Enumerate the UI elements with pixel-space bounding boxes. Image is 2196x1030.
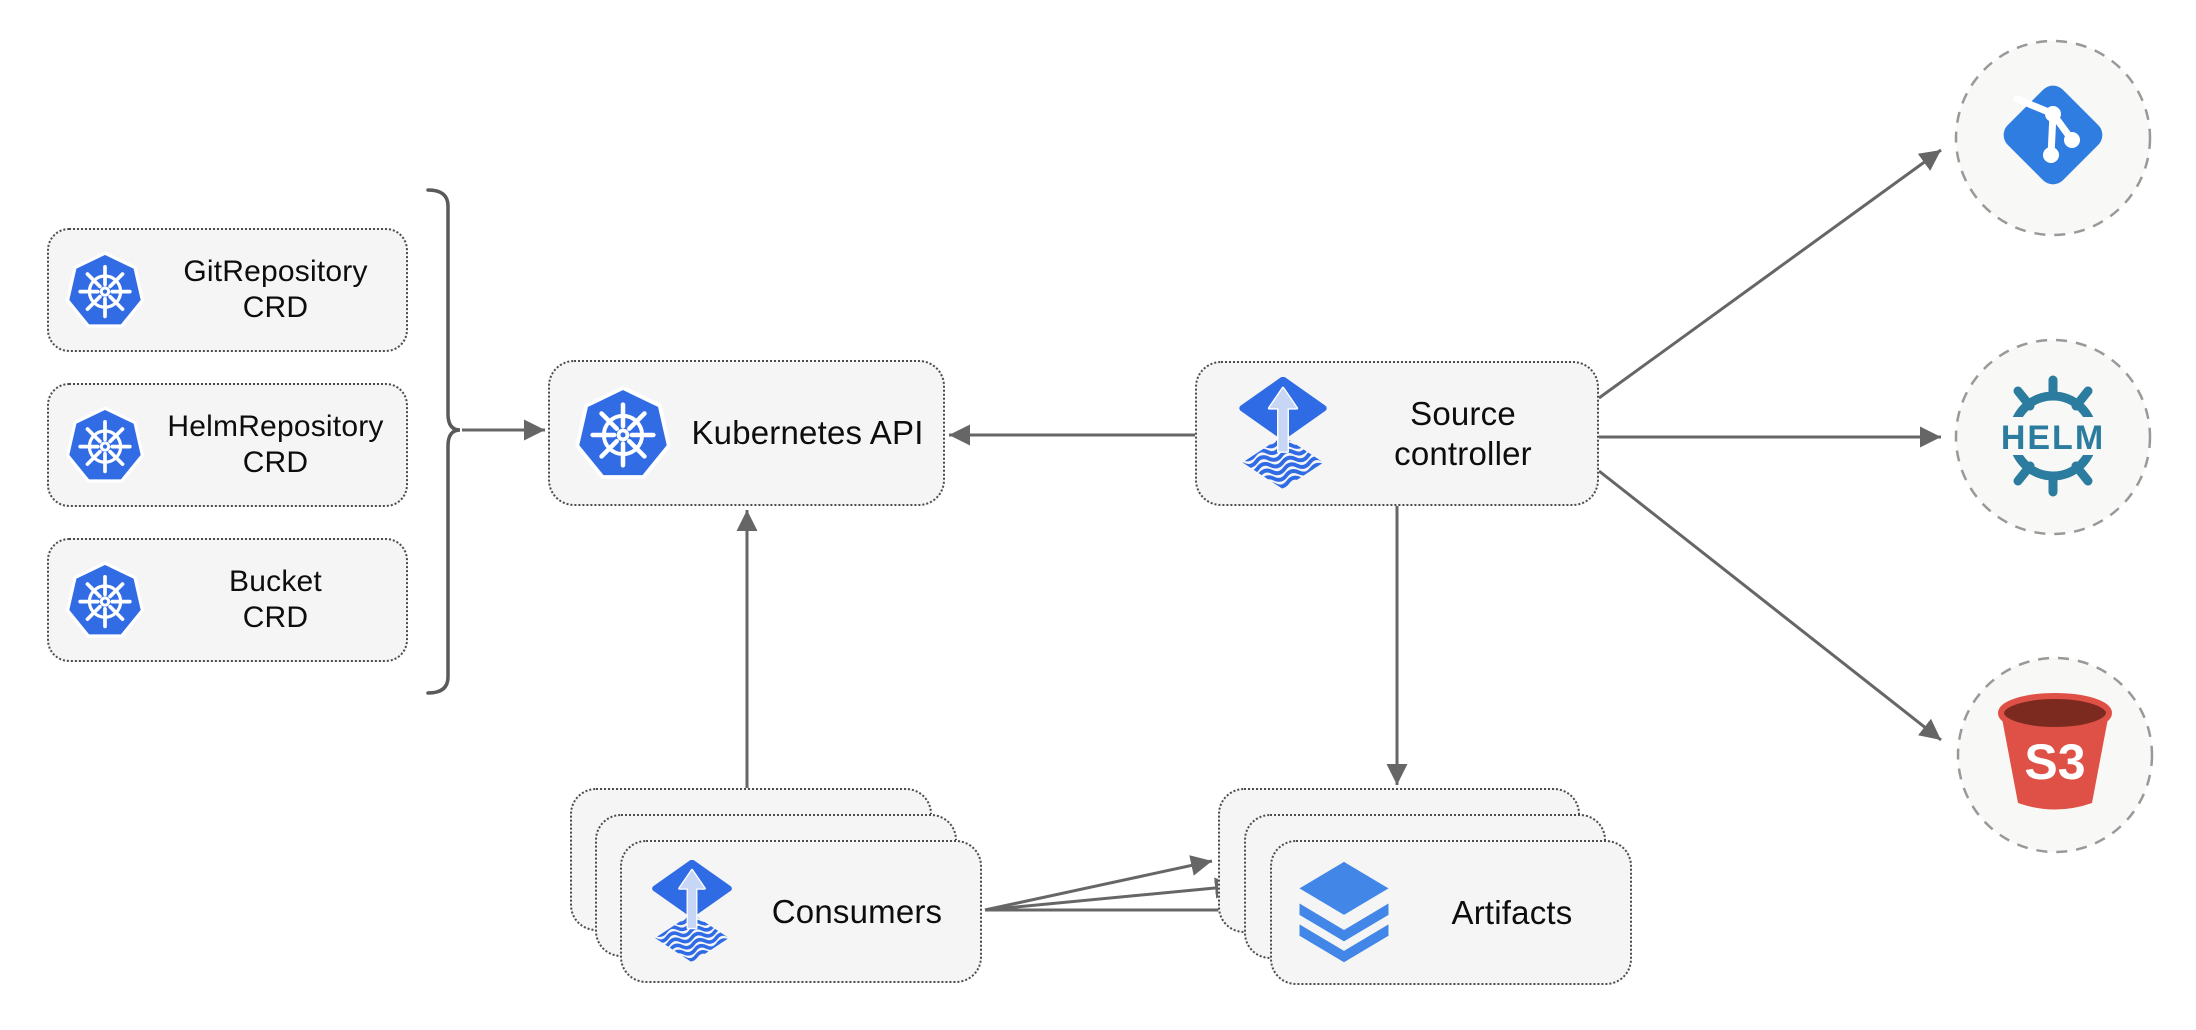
crd-box-bucket: Bucket CRD — [47, 538, 408, 662]
kubernetes-api-box: Kubernetes API — [548, 360, 945, 506]
s3-bucket-icon: S3 — [1998, 693, 2112, 810]
flux-icon — [1237, 377, 1329, 491]
helm-icon: HELM — [1965, 375, 2141, 497]
consumers-label: Consumers — [771, 892, 943, 930]
s3-endpoint: S3 — [1955, 655, 2155, 855]
artifacts-box: Artifacts — [1270, 840, 1632, 985]
arrow-source-to-git — [1598, 148, 1942, 400]
kubernetes-icon — [574, 384, 672, 482]
kubernetes-icon — [65, 250, 145, 330]
consumers-box: Consumers — [620, 840, 982, 983]
s3-label: S3 — [2024, 734, 2085, 790]
crd-box-helmrepository-label: HelmRepository CRD — [167, 410, 384, 479]
arrow-source-to-s3 — [1598, 469, 1942, 742]
source-controller-label: Source controller — [1394, 394, 1532, 472]
helm-endpoint: HELM — [1953, 337, 2153, 537]
arrow-consumers-to-artifacts-2 — [984, 877, 1237, 912]
crds-brace — [426, 188, 461, 695]
git-icon — [2003, 85, 2103, 185]
helm-label: HELM — [2001, 419, 2105, 457]
artifacts-label: Artifacts — [1451, 893, 1573, 931]
crd-box-bucket-label: Bucket CRD — [229, 565, 322, 634]
crd-box-helmrepository: HelmRepository CRD — [47, 383, 408, 507]
git-endpoint — [1953, 38, 2153, 238]
flux-icon — [650, 860, 734, 964]
crd-box-gitrepository: GitRepository CRD — [47, 228, 408, 352]
kubernetes-icon — [65, 560, 145, 640]
arrow-consumers-to-artifacts-1 — [984, 855, 1213, 912]
source-controller-box: Source controller — [1195, 361, 1599, 506]
kubernetes-api-label: Kubernetes API — [691, 414, 924, 452]
layers-icon — [1294, 860, 1394, 966]
kubernetes-icon — [65, 405, 145, 485]
crd-box-gitrepository-label: GitRepository CRD — [183, 255, 368, 324]
